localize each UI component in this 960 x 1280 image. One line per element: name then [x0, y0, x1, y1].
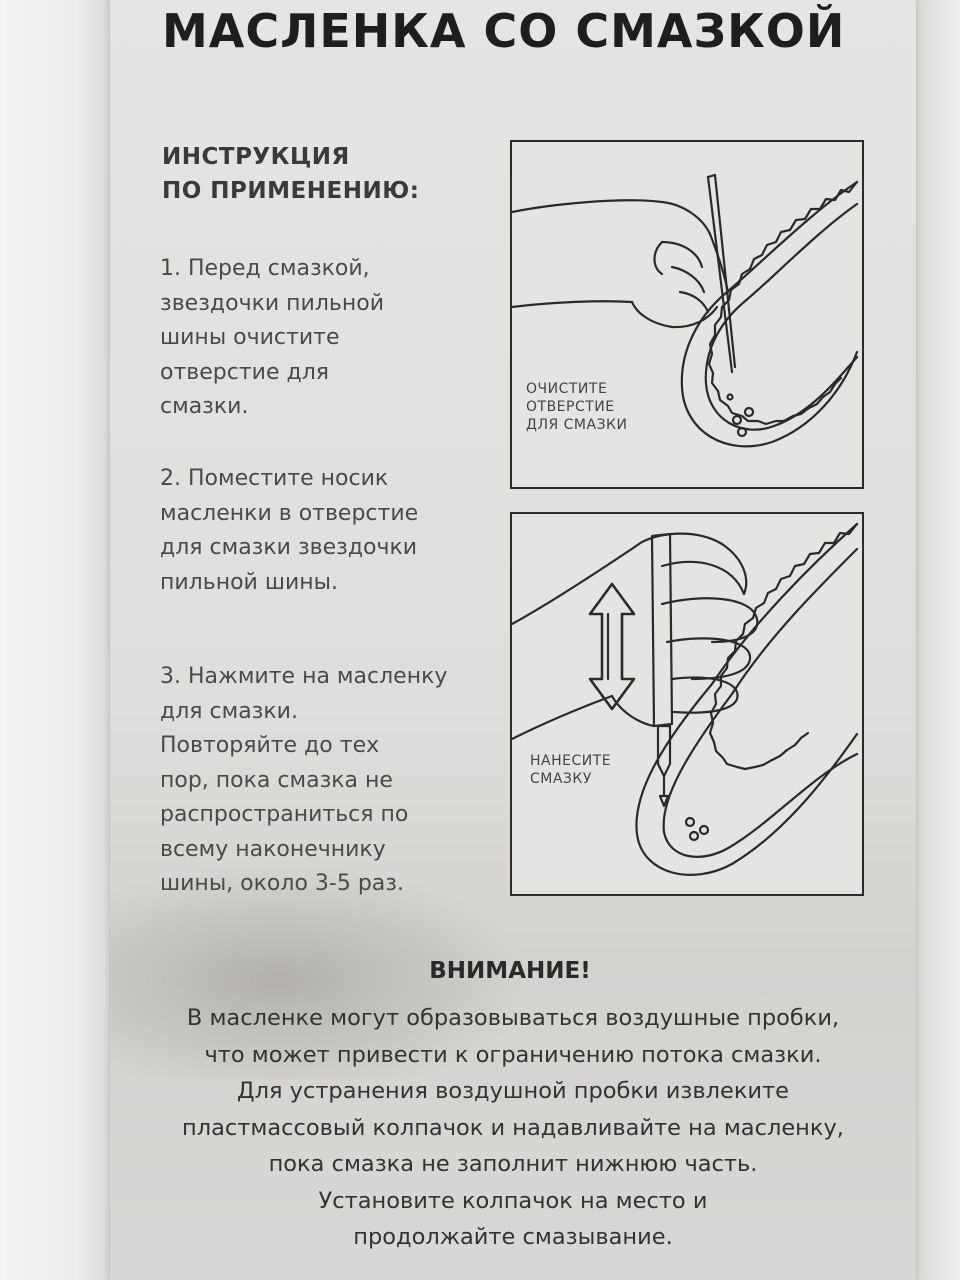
illustration-apply-grease: НАНЕСИТЕ СМАЗКУ	[510, 512, 864, 896]
hand-with-pick-icon	[512, 173, 859, 448]
instructions-heading: ИНСТРУКЦИЯ ПО ПРИМЕНЕНИЮ:	[162, 140, 419, 208]
page-title: МАСЛЕНКА СО СМАЗКОЙ	[162, 4, 846, 58]
warning-line: продолжайте смазывание.	[353, 1224, 673, 1250]
background-right	[916, 0, 960, 1280]
step-line: отверстие для	[160, 359, 329, 385]
illustration-clean-hole: ОЧИСТИТЕ ОТВЕРСТИЕ ДЛЯ СМАЗКИ	[510, 140, 864, 489]
step-line: пильной шины.	[160, 569, 339, 595]
warning-line: что может привести к ограничению потока …	[204, 1041, 822, 1068]
step-line: смазки.	[160, 394, 249, 419]
caption-line: ОТВЕРСТИЕ	[526, 399, 615, 415]
step-line: для смазки звездочки	[160, 535, 418, 560]
warning-body: В масленке могут образовываться воздушны…	[110, 1000, 916, 1256]
step-line: пор, пока смазка не	[160, 767, 393, 793]
step-line: Повторяйте до тех	[160, 733, 380, 758]
background-left	[0, 0, 110, 1280]
step-1: 1. Перед смазкой, звездочки пильной шины…	[160, 252, 500, 425]
step-line: звездочки пильной	[160, 290, 384, 316]
heading-line: ИНСТРУКЦИЯ	[162, 144, 350, 170]
step-line: 3. Нажмите на масленку	[160, 664, 448, 689]
warning-line: Установите колпачок на место и	[318, 1187, 708, 1214]
warning-line: пока смазка не заполнит нижнюю часть.	[268, 1151, 758, 1177]
step-3: 3. Нажмите на масленку для смазки. Повто…	[160, 660, 500, 902]
caption-line: ОЧИСТИТЕ	[526, 381, 608, 397]
warning-line: В масленке могут образовываться воздушны…	[186, 1005, 840, 1031]
step-line: распространиться по	[160, 802, 409, 827]
illustration-caption: ОЧИСТИТЕ ОТВЕРСТИЕ ДЛЯ СМАЗКИ	[526, 380, 627, 434]
heading-line: ПО ПРИМЕНЕНИЮ:	[162, 178, 420, 204]
warning-line: Для устранения воздушной пробки извлекит…	[236, 1078, 790, 1104]
caption-line: НАНЕСИТЕ	[530, 753, 612, 769]
caption-line: СМАЗКУ	[530, 771, 592, 787]
step-line: для смазки.	[160, 698, 298, 724]
step-line: шины очистите	[160, 325, 340, 350]
step-line: 2. Поместите носик	[160, 466, 389, 491]
illustration-caption: НАНЕСИТЕ СМАЗКУ	[530, 752, 611, 788]
hand-squeezing-oiler-icon	[512, 522, 859, 876]
warning-line: пластмассовый колпачок и надавливайте на…	[182, 1114, 844, 1141]
step-2: 2. Поместите носик масленки в отверстие …	[160, 462, 500, 600]
warning-title: ВНИМАНИЕ!	[429, 958, 591, 984]
step-line: шины, около 3-5 раз.	[160, 871, 404, 896]
caption-line: ДЛЯ СМАЗКИ	[526, 417, 628, 433]
step-line: всему наконечнику	[160, 836, 386, 862]
step-line: 1. Перед смазкой,	[160, 256, 370, 281]
step-line: масленки в отверстие	[160, 500, 419, 526]
